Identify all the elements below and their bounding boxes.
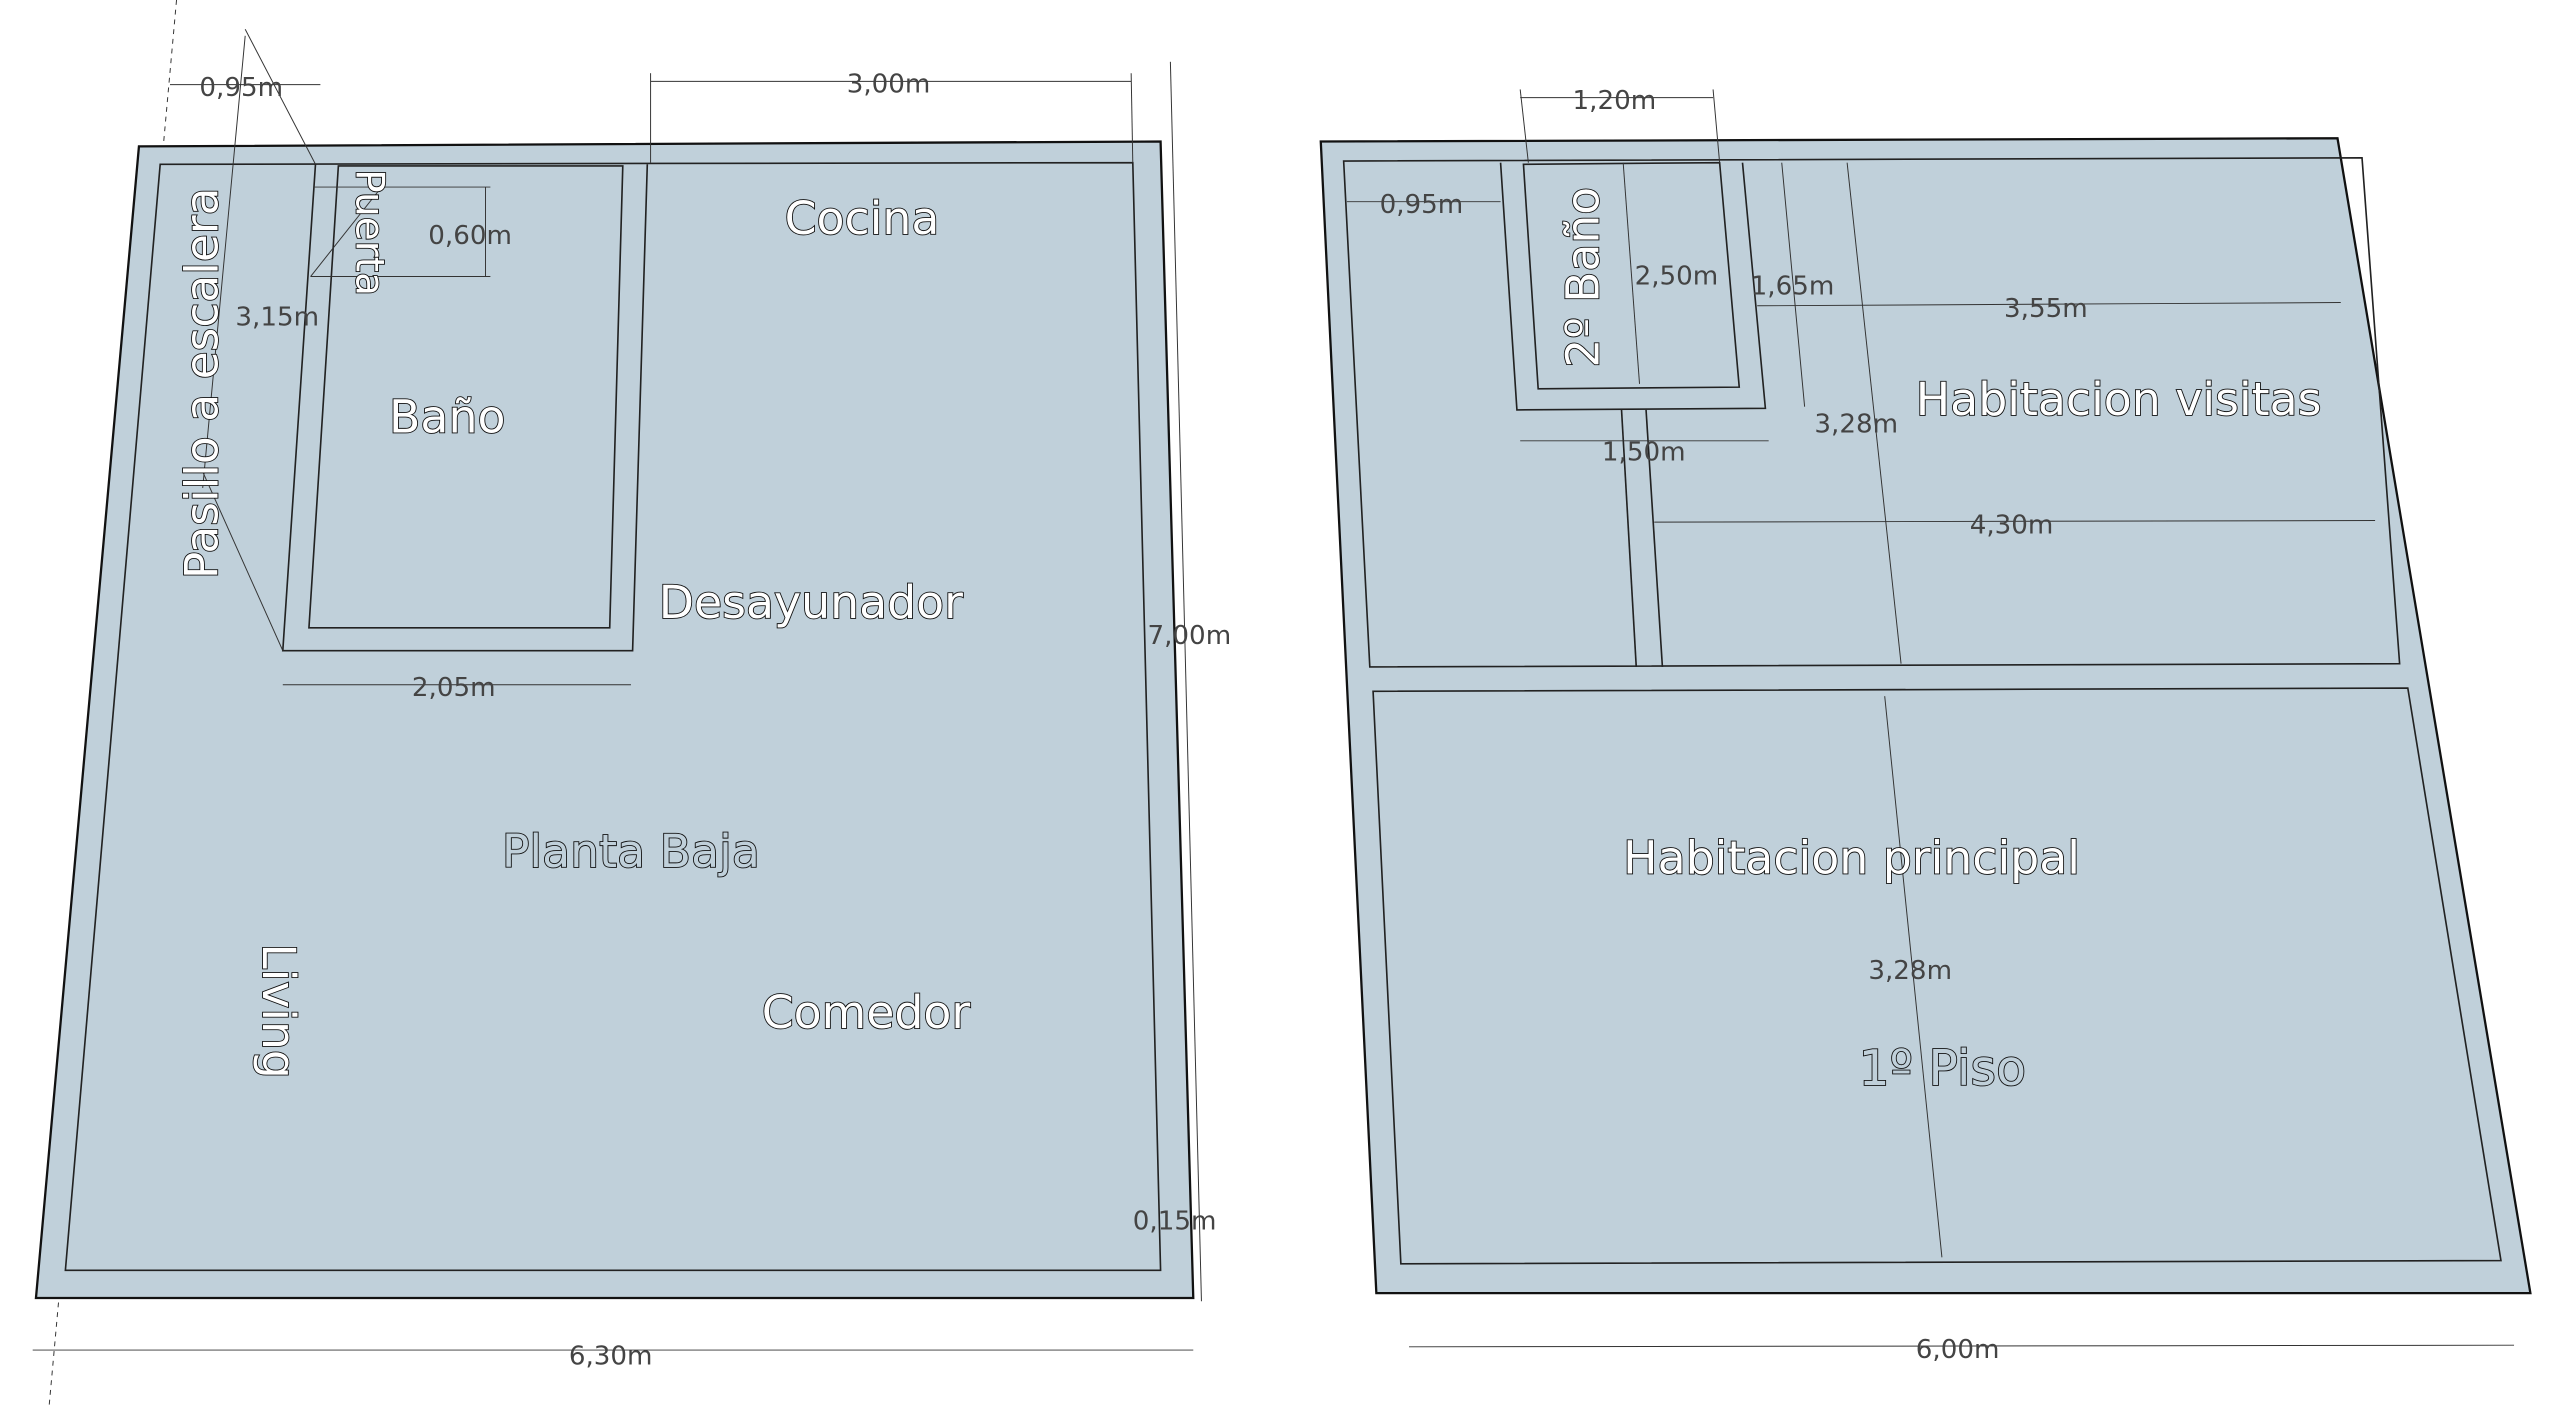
dim-ext (1130, 73, 1134, 163)
hallway-bath-wall (281, 164, 649, 652)
bathroom-walls (308, 165, 624, 629)
dim-bath2-outer: 1,50m (1602, 437, 1686, 467)
dim-hall-width: 0,95m (199, 73, 283, 103)
label-bathroom: Baño (389, 391, 505, 444)
label-bathroom2: 2º Baño (1557, 187, 1610, 368)
dim-bath2-depth: 1,65m (1751, 271, 1835, 301)
ground-floor-slab (34, 140, 1195, 1300)
guest-partial-dimension-line (1757, 302, 2341, 307)
dim-bath2-length: 2,50m (1635, 262, 1719, 292)
guest-width-dimension-line (1654, 520, 2376, 523)
label-living: Living (252, 943, 305, 1078)
main-room-walls (1372, 687, 2502, 1265)
dim-main-depth: 3,28m (1868, 956, 1952, 986)
dim-bath2-width: 1,20m (1573, 86, 1657, 116)
door-swing-line (310, 183, 385, 277)
label-main-room: Habitacion principal (1623, 832, 2080, 885)
corridor-wall (1645, 409, 1664, 667)
depth-dimension-line (1169, 61, 1202, 1302)
corridor-wall (1620, 409, 1638, 667)
dim-bath-width: 2,05m (412, 673, 496, 703)
dim-hall-width-2: 0,95m (1380, 190, 1464, 220)
bath2-depth-dimension-line (1781, 162, 1806, 407)
bath2-outer-walls (1499, 162, 1767, 411)
dim-depth: 7,00m (1148, 621, 1232, 651)
guide-line (244, 29, 316, 165)
bath2-inner-walls (1522, 161, 1741, 390)
first-floor-slab (1319, 137, 2532, 1295)
floor-title-ground: Planta Baja (502, 825, 760, 878)
label-dining: Comedor (762, 986, 971, 1039)
dim-guest-width: 4,30m (1970, 511, 2054, 541)
label-guest-room: Habitacion visitas (1916, 373, 2322, 426)
upper-zone-walls (1342, 156, 2401, 668)
dim-guest-partial: 3,55m (2004, 294, 2088, 324)
dim-total-width: 6,30m (569, 1342, 653, 1372)
main-depth-dimension-line (1884, 696, 1943, 1258)
dim-hall-length: 3,15m (235, 302, 319, 332)
dim-kitchen-width: 3,00m (847, 70, 931, 100)
first-floor-plan: 1,20m 0,95m 2,50m 1,65m 3,55m 3,28m 1,50… (1319, 86, 2532, 1365)
bath2-length-dimension-line (1622, 162, 1641, 384)
total-width-dimension-line-2 (1409, 1344, 2515, 1348)
dim-total-width-2: 6,00m (1916, 1335, 2000, 1365)
dim-wall: 0,15m (1133, 1207, 1217, 1237)
dim-ext (1712, 89, 1721, 163)
dim-door-width: 0,60m (428, 221, 512, 251)
guest-depth-dimension-line (1846, 162, 1902, 664)
floor-title-first: 1º Piso (1859, 1040, 2027, 1097)
label-hallway: Pasillo a escalera (175, 187, 228, 579)
dim-guest-depth: 3,28m (1814, 410, 1898, 440)
label-breakfast: Desayunador (659, 576, 963, 629)
dim-ext (1519, 89, 1529, 163)
ground-floor-plan: 0,95m 3,00m 0,60m 3,15m 2,05m 7,00m 0,15… (32, 29, 1232, 1372)
guide-line (202, 471, 284, 651)
label-door: Puerta (346, 169, 391, 296)
ground-floor-inner-wall (64, 161, 1162, 1272)
hall-length-dimension-line (202, 35, 246, 489)
label-kitchen: Cocina (785, 192, 940, 245)
